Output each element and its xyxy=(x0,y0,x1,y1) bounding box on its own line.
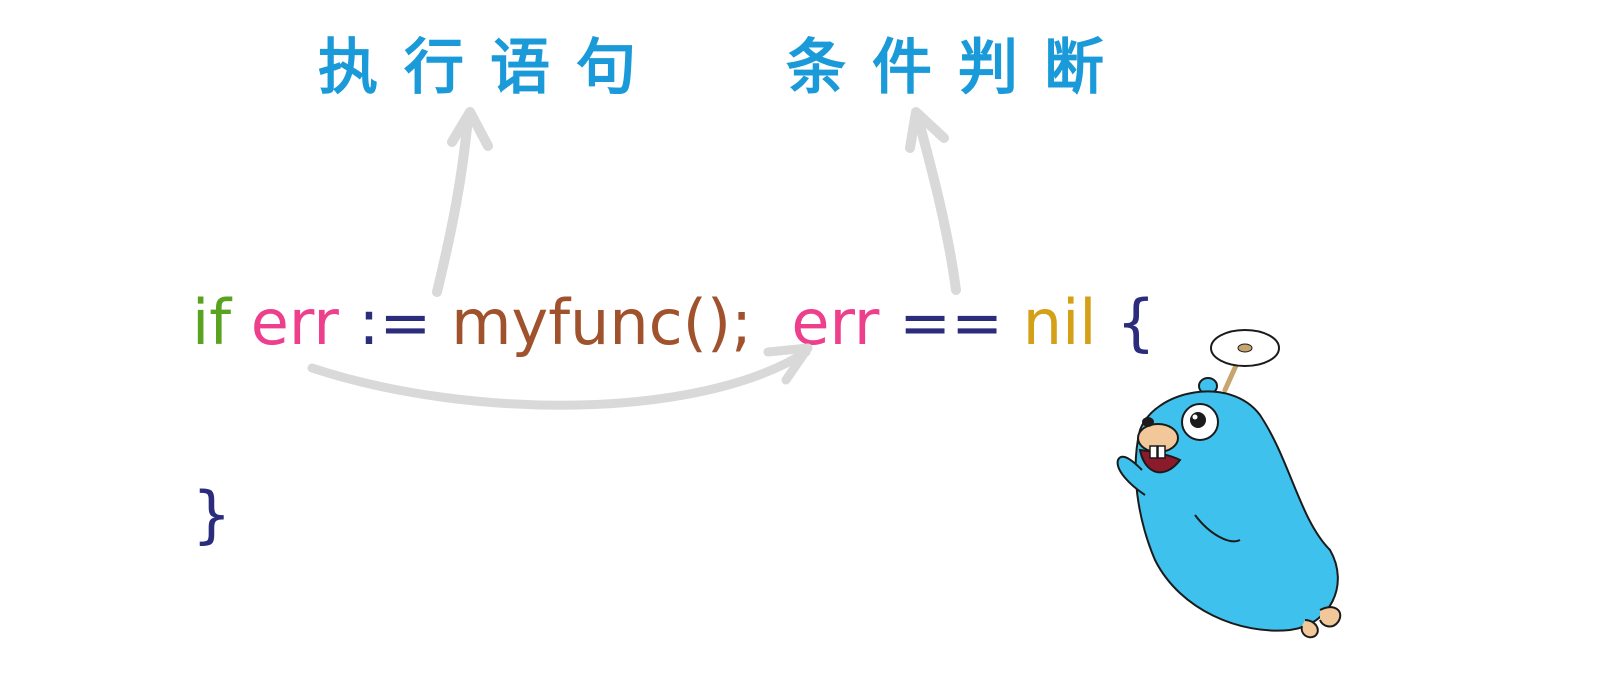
code-token: myfunc(); xyxy=(451,286,752,359)
code-token: { xyxy=(1116,286,1156,359)
code-token xyxy=(431,292,451,354)
code-token: := xyxy=(358,286,432,359)
code-token: nil xyxy=(1022,286,1097,359)
code-line-close-brace: } xyxy=(192,484,231,546)
code-token xyxy=(339,292,359,354)
code-token: == xyxy=(899,286,1004,359)
arrow-to-condition-label xyxy=(905,107,961,295)
arrow-to-exec-label xyxy=(432,107,493,297)
condition-label: 条件判断 xyxy=(786,33,1130,103)
code-token: err xyxy=(250,286,339,359)
code-token xyxy=(231,292,251,354)
code-token: if xyxy=(192,286,232,359)
code-line-if: if err := myfunc(); err == nil { xyxy=(192,292,1156,354)
code-token: err xyxy=(791,286,880,359)
code-token xyxy=(879,292,899,354)
code-token xyxy=(752,292,791,354)
gopher-mascot-icon xyxy=(1116,329,1342,639)
code-token xyxy=(1003,292,1023,354)
code-token: } xyxy=(192,478,232,551)
exec-statement-label: 执行语句 xyxy=(318,33,662,103)
